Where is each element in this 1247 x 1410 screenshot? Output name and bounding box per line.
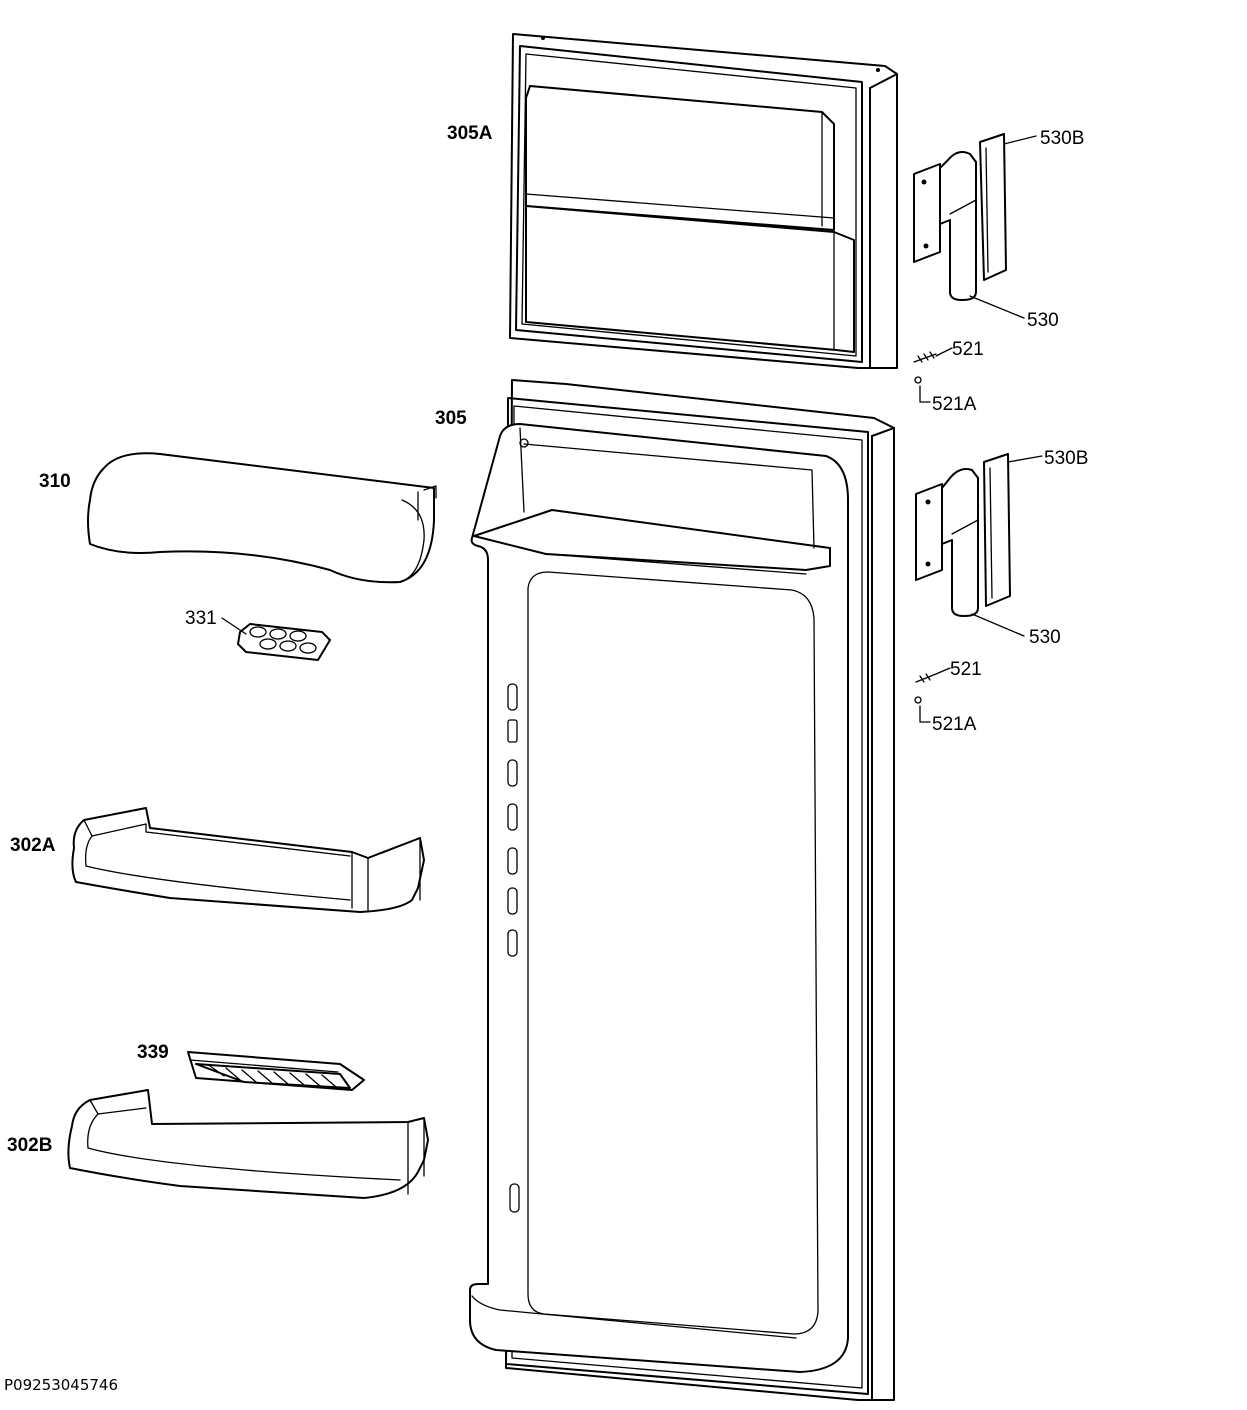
egg-tray-331	[237, 623, 331, 661]
label-washer-bottom: 521A	[932, 714, 977, 735]
freezer-door-305A	[509, 33, 898, 369]
label-egg-tray: 331	[185, 608, 217, 629]
fridge-door-305	[469, 379, 895, 1401]
label-shelf-a: 302A	[10, 835, 56, 856]
screws-and-washers	[913, 351, 937, 704]
label-screw-bottom: 521	[950, 659, 982, 680]
leader-lines	[221, 135, 1043, 723]
label-hinge-top: 530	[1027, 310, 1059, 331]
door-shelf-302B	[67, 1089, 429, 1199]
label-dairy-cover: 310	[39, 471, 71, 492]
label-fridge-door: 305	[435, 408, 467, 429]
label-shelf-b: 302B	[7, 1135, 53, 1156]
upper-hinge-assembly	[913, 133, 1007, 301]
lower-hinge-assembly	[915, 453, 1011, 617]
bottle-rack-339	[187, 1051, 365, 1091]
label-bottle-rack: 339	[137, 1042, 169, 1063]
label-hinge-cover-bottom: 530B	[1044, 448, 1089, 469]
door-shelf-302A	[71, 807, 425, 913]
drawing-code: P09253045746	[4, 1376, 119, 1394]
label-screw-top: 521	[952, 339, 984, 360]
label-hinge-cover-top: 530B	[1040, 128, 1085, 149]
dairy-cover-310	[87, 452, 437, 584]
label-hinge-bottom: 530	[1029, 627, 1061, 648]
label-washer-top: 521A	[932, 394, 977, 415]
label-freezer-door: 305A	[447, 123, 493, 144]
